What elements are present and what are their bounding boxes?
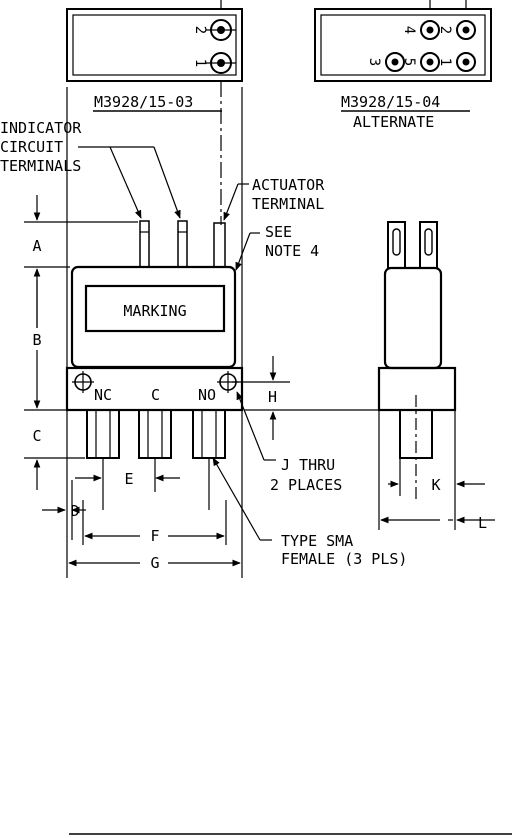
- note-line-1: SEE: [265, 223, 292, 241]
- indicator-terminal-2: [177, 220, 188, 268]
- dim-label-l: L: [478, 514, 487, 532]
- note-line-2: NOTE 4: [265, 242, 319, 260]
- dim-label-k: K: [431, 476, 440, 494]
- sma-callout: TYPE SMA FEMALE (3 PLS): [212, 457, 407, 568]
- dim-label-h: H: [268, 388, 277, 406]
- port-label-nc: NC: [94, 386, 112, 404]
- dimension-h: [232, 356, 378, 440]
- actuator-terminal: [213, 222, 226, 268]
- top-view-m3928-15-04: 4 2 3 5 1 M3928/15-04 ALTERNATE: [314, 8, 492, 131]
- alternate-label: ALTERNATE: [353, 113, 434, 131]
- top-view-m3928-15-03: 2 1 M3928/15-03: [66, 8, 243, 112]
- side-view: [377, 221, 457, 500]
- sma-connector-c: [138, 409, 172, 459]
- indicator-line-3: TERMINALS: [0, 157, 81, 175]
- alt-pin-5: 5: [401, 58, 417, 66]
- pin-label-2: 2: [192, 26, 208, 34]
- mounting-hole-left: [72, 371, 94, 393]
- dim-label-d: D: [70, 502, 79, 520]
- sma-line-2: FEMALE (3 PLS): [281, 550, 407, 568]
- dim-label-a: A: [32, 237, 41, 255]
- sma-line-1: TYPE SMA: [281, 532, 353, 550]
- indicator-callout: INDICATOR CIRCUIT TERMINALS: [0, 119, 181, 219]
- j-thru-callout: J THRU 2 PLACES: [236, 391, 342, 494]
- marking-box: [84, 284, 226, 333]
- dimension-e: [75, 458, 180, 492]
- alt-pin-2: 2: [437, 26, 453, 34]
- alt-pin-3: 3: [366, 58, 382, 66]
- pin-label-1: 1: [192, 59, 208, 67]
- alt-pin-4: 4: [401, 26, 417, 34]
- side-body: [383, 266, 443, 370]
- indicator-line-2: CIRCUIT: [0, 138, 63, 156]
- actuator-line-2: TERMINAL: [252, 195, 324, 213]
- port-label-no: NO: [198, 386, 216, 404]
- dimension-d: [42, 480, 86, 540]
- dim-label-e: E: [124, 470, 133, 488]
- actuator-line-1: ACTUATOR: [252, 176, 325, 194]
- part-number-m03: M3928/15-03: [94, 93, 193, 111]
- sma-connector-nc: [86, 409, 120, 459]
- dimension-k: [388, 410, 485, 496]
- note-callout: SEE NOTE 4: [235, 223, 319, 271]
- projection-lines: [66, 0, 467, 578]
- j-thru-line-1: J THRU: [281, 456, 335, 474]
- sma-connector-no: [192, 409, 226, 459]
- alt-pin-1: 1: [437, 58, 453, 66]
- side-flange: [377, 366, 457, 412]
- part-number-m04: M3928/15-04: [341, 93, 440, 111]
- port-label-c: C: [151, 386, 160, 404]
- actuator-callout: ACTUATOR TERMINAL: [223, 176, 325, 221]
- dim-label-c: C: [32, 427, 41, 445]
- dimension-f: [82, 500, 227, 545]
- side-terminal-right: [419, 221, 438, 269]
- dim-label-b: B: [32, 331, 41, 349]
- j-thru-line-2: 2 PLACES: [270, 476, 342, 494]
- dimension-l: [378, 410, 495, 530]
- indicator-terminal-1: [139, 220, 150, 268]
- marking-label: MARKING: [123, 302, 186, 320]
- dim-label-f: F: [150, 527, 159, 545]
- front-view: MARKING NC C NO: [65, 220, 244, 510]
- side-terminal-left: [387, 221, 406, 269]
- dim-label-g: G: [150, 554, 159, 572]
- indicator-line-1: INDICATOR: [0, 119, 82, 137]
